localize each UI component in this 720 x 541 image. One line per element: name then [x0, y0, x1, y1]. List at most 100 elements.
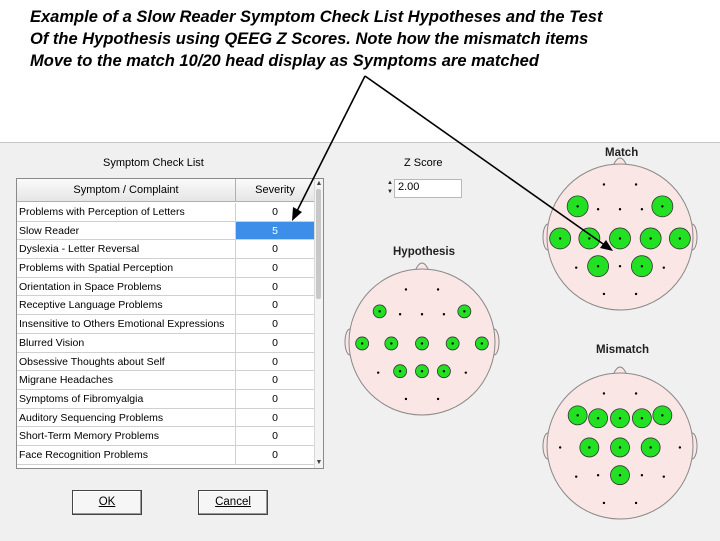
zscore-input[interactable]: 2.00 — [394, 179, 462, 198]
spin-down-icon[interactable]: ▼ — [387, 189, 393, 195]
electrode-dot — [602, 392, 606, 395]
electrode-dot — [602, 501, 606, 505]
electrode-center — [420, 370, 424, 373]
electrode-center — [451, 342, 454, 345]
zscore-spinner[interactable]: ▲ ▼ — [386, 179, 394, 198]
electrode-dot — [404, 397, 408, 401]
electrode-center — [463, 310, 466, 313]
electrode-center — [661, 414, 664, 417]
electrode-dot — [575, 266, 578, 269]
electrode-center — [640, 265, 644, 268]
symptom-table[interactable]: Symptom / Complaint Severity Problems wi… — [16, 178, 324, 469]
electrode-center — [360, 342, 364, 345]
electrode-dot — [420, 313, 424, 316]
electrode-center — [640, 417, 644, 420]
electrode-center — [420, 342, 424, 345]
electrode-dot — [404, 288, 408, 291]
electrode-dot — [634, 292, 638, 296]
electrode-dot — [602, 183, 606, 186]
electrode-dot — [558, 446, 562, 449]
symptom-cell: Blurred Vision — [17, 333, 236, 353]
zscore-value: 2.00 — [398, 181, 420, 193]
electrode-dot — [634, 183, 638, 186]
table-header: Symptom / Complaint Severity — [17, 179, 315, 203]
electrode-center — [618, 237, 622, 240]
caption-line-1: Example of a Slow Reader Symptom Check L… — [30, 8, 603, 26]
symptom-cell: Orientation in Space Problems — [17, 277, 236, 297]
electrode-dot — [398, 313, 402, 316]
scroll-down-icon[interactable]: ▼ — [315, 459, 323, 466]
symptom-cell: Problems with Perception of Letters — [17, 203, 236, 222]
mismatch-label: Mismatch — [596, 344, 650, 356]
symptom-cell: Obsessive Thoughts about Self — [17, 352, 236, 372]
electrode-center — [576, 414, 579, 417]
column-symptom[interactable]: Symptom / Complaint — [17, 179, 236, 202]
electrode-dot — [618, 265, 622, 268]
head-map-mismatch — [542, 366, 698, 520]
electrode-center — [480, 342, 484, 345]
caption-line-2: Of the Hypothesis using QEEG Z Scores. N… — [30, 30, 589, 48]
scroll-thumb[interactable] — [316, 189, 321, 299]
ok-button[interactable]: OK — [72, 490, 142, 515]
spin-up-icon[interactable]: ▲ — [387, 180, 393, 186]
electrode-dot — [640, 474, 644, 477]
symptom-cell: Short-Term Memory Problems — [17, 427, 236, 446]
symptom-cell: Face Recognition Problems — [17, 445, 236, 465]
electrode-dot — [678, 446, 682, 449]
electrode-center — [588, 446, 591, 449]
electrode-dot — [596, 474, 600, 477]
electrode-center — [678, 237, 682, 240]
electrode-center — [378, 310, 381, 313]
symptom-cell: Auditory Sequencing Problems — [17, 408, 236, 428]
electrode-dot — [442, 313, 446, 316]
electrode-dot — [640, 208, 644, 211]
electrode-dot — [436, 288, 440, 291]
electrode-center — [649, 237, 652, 240]
electrode-center — [576, 205, 579, 208]
electrode-dot — [464, 371, 467, 374]
electrode-dot — [634, 501, 638, 505]
electrode-center — [596, 265, 600, 268]
electrode-dot — [596, 208, 600, 211]
electrode-dot — [436, 397, 440, 401]
head-map-hypothesis — [344, 262, 500, 416]
electrode-dot — [662, 266, 665, 269]
symptom-cell: Problems with Spatial Perception — [17, 259, 236, 278]
scroll-up-icon[interactable]: ▲ — [315, 180, 323, 187]
electrode-center — [588, 237, 591, 240]
pointer-arrow — [292, 75, 613, 251]
symptom-cell: Symptoms of Fibromyalgia — [17, 389, 236, 409]
symptom-cell: Migrane Headaches — [17, 371, 236, 390]
electrode-center — [618, 474, 622, 477]
zscore-label: Z Score — [404, 157, 443, 169]
electrode-center — [649, 446, 652, 449]
cancel-label: Cancel — [215, 496, 251, 508]
symptom-cell: Slow Reader — [17, 221, 236, 241]
symptom-cell: Insensitive to Others Emotional Expressi… — [17, 315, 236, 334]
electrode-center — [442, 370, 446, 373]
list-title: Symptom Check List — [103, 157, 204, 169]
ok-label: OK — [98, 496, 116, 508]
electrode-dot — [602, 292, 606, 296]
electrode-center — [661, 205, 664, 208]
symptom-cell: Dyslexia - Letter Reversal — [17, 240, 236, 260]
cancel-button[interactable]: Cancel — [198, 490, 268, 515]
electrode-center — [618, 446, 622, 449]
electrode-dot — [662, 475, 665, 478]
head-map-match — [542, 157, 698, 311]
electrode-dot — [618, 208, 622, 211]
table-scrollbar[interactable]: ▲ ▼ — [314, 179, 323, 468]
match-label: Match — [605, 147, 639, 159]
caption: Example of a Slow Reader Symptom Check L… — [30, 6, 710, 72]
electrode-dot — [377, 371, 380, 374]
hypothesis-label: Hypothesis — [393, 246, 455, 258]
caption-line-3: Move to the match 10/20 head display as … — [30, 52, 539, 70]
electrode-center — [618, 417, 622, 420]
